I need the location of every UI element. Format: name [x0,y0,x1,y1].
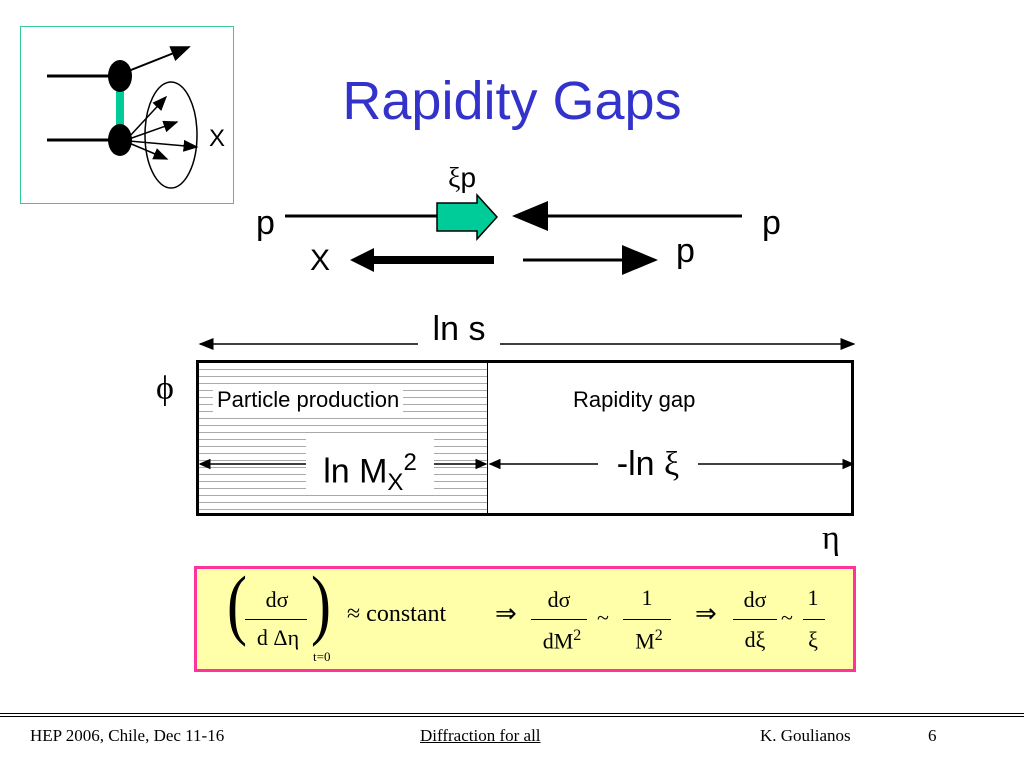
footer-page-number: 6 [928,726,937,745]
formula-left-paren: ( [227,561,247,647]
formula-approx-constant: ≈ constant [347,601,447,627]
ln-mx2-label: ln MX2 [306,436,434,496]
minus-ln-xi-label: -ln ξ [598,438,698,490]
formula-numerator-4: dσ [743,587,767,612]
implies-symbol-2: ⇒ [695,599,717,628]
vertex-bottom [108,124,132,156]
particle-arrow-4 [128,142,169,160]
formula-numerator-5: 1 [807,585,819,610]
ln-s-label: ln s [418,306,500,352]
formula-denominator-2: dM2 [542,627,582,654]
particle-production-label: Particle production [213,387,404,413]
eta-axis-label: η [822,520,840,557]
vertex-top [108,60,132,92]
particle-arrow-2 [128,120,179,140]
fraction-bar-4 [733,619,777,620]
fraction-bar-3 [623,619,671,620]
footer-event: HEP 2006, Chile, Dec 11-16 [30,726,225,745]
inner-span-arrows [198,458,855,470]
formula-numerator-1: dσ [265,587,289,612]
footer-author: K. Goulianos [760,726,851,745]
x-system-label: X [209,125,226,152]
fraction-bar-2 [531,619,587,620]
footer-link[interactable]: Diffraction for all [420,726,541,745]
xi-p-label: ξp [448,162,477,194]
formula-numerator-2: dσ [547,587,571,612]
formula-numerator-3: 1 [641,585,653,610]
footer-rule-2 [0,716,1024,717]
implies-symbol-1: ⇒ [495,599,517,628]
xi-p-arrow [436,193,499,241]
fraction-bar-5 [803,619,825,620]
particle-arrow-3 [128,139,199,152]
formula-denominator-4: dξ [744,627,766,652]
pomeron-exchange [116,82,124,138]
tilde-2: ~ [781,605,793,630]
footer-rule [0,713,1024,714]
proton-right-label: p [762,204,781,242]
feynman-diagram-svg [47,46,199,189]
formula-denominator-3: M2 [635,627,663,654]
rapidity-region-box: Particle production Rapidity gap [196,360,854,516]
ln-s-span-arrow [198,338,856,350]
formula-right-paren: ) [311,561,331,647]
slide-title: Rapidity Gaps [342,71,682,131]
cross-section-formula: ( ) dσ d Δη t=0 ≈ constant ⇒ dσ dM2 ~ 1 … [194,561,856,672]
x-out-arrowhead [350,248,374,272]
rapidity-gap-label: Rapidity gap [573,387,696,412]
tilde-1: ~ [597,605,609,630]
outgoing-proton [125,46,191,73]
feynman-diagram-thumbnail: X [20,26,234,204]
x-out-label: X [310,244,331,277]
formula-t0-subscript: t=0 [313,649,331,664]
proton-left-label: p [256,204,275,242]
phi-axis-label: ϕ [156,370,174,407]
x-system-ellipse [144,81,198,189]
kinematics-arrows [285,193,742,275]
formula-denominator-1: d Δη [256,625,300,650]
formula-denominator-5: ξ [808,627,818,652]
particle-arrow-1 [128,95,168,138]
fraction-bar-1 [245,619,307,620]
proton-out-label: p [676,232,695,270]
